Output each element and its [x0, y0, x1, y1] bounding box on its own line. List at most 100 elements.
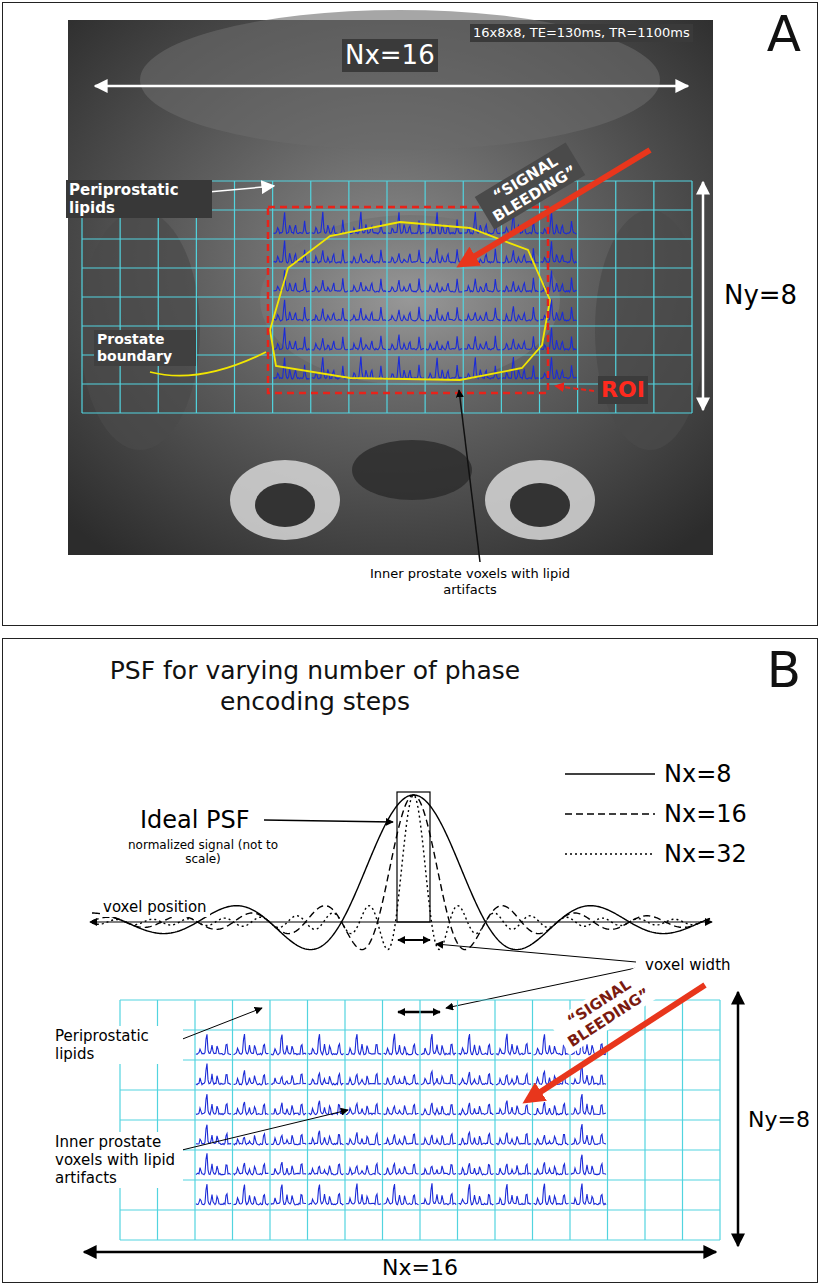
dimension-label: Nx=16: [342, 39, 438, 72]
spectrum-trace: [274, 212, 310, 233]
spectrum-trace: [541, 357, 577, 379]
spectrum-trace: [459, 1132, 494, 1145]
dimension-label: Nx=16: [382, 1255, 458, 1281]
spectrum-trace: [571, 1155, 606, 1175]
spectrum-trace: [309, 1034, 344, 1055]
dimension-arrow: [702, 182, 705, 410]
spectrum-trace: [346, 1164, 381, 1175]
spectrum-trace: [346, 1184, 381, 1205]
spectrum-trace: [312, 278, 348, 292]
grid-line: [120, 1089, 720, 1090]
legend-lines: [565, 774, 655, 854]
grid-line: [82, 267, 692, 268]
mri-prostate: [260, 215, 560, 385]
spectrum-trace: [196, 1125, 231, 1145]
width-arrow: [398, 1011, 440, 1014]
spectrum-trace: [571, 1184, 606, 1205]
psf-curve: [92, 795, 710, 950]
mri-bone: [510, 483, 570, 527]
grid-line: [120, 1239, 720, 1240]
spectrum-trace: [459, 1034, 494, 1055]
spectrum-trace: [464, 308, 500, 321]
spectrum-trace: [459, 1072, 494, 1085]
spectrum-trace: [271, 1162, 306, 1175]
leader-line: [436, 944, 636, 962]
spectrum-trace: [496, 1074, 531, 1085]
spectrum-trace: [274, 241, 310, 263]
legend-line: [565, 813, 655, 814]
spectrum-trace: [350, 357, 386, 379]
spectrum-trace: [571, 1124, 606, 1145]
prostate-boundary: [270, 222, 550, 380]
spectrum-trace: [388, 279, 424, 292]
legend-line: [565, 773, 655, 774]
spectrum-trace: [459, 1163, 494, 1175]
spectrum-trace: [388, 250, 424, 263]
mri-bone: [255, 483, 315, 527]
dimension-arrow: [737, 992, 740, 1246]
grid-line: [82, 296, 692, 297]
spectrum-trace: [346, 1104, 381, 1115]
spectrum-trace: [534, 1184, 569, 1205]
leader-line: [180, 1008, 262, 1040]
spectrum-trace: [234, 1034, 269, 1055]
spectrum-trace: [421, 1134, 456, 1145]
spectrum-trace: [196, 1064, 231, 1085]
grid-line: [82, 238, 692, 239]
spectrum-trace: [346, 1034, 381, 1055]
spectrum-trace: [312, 250, 348, 263]
grid-line: [120, 1179, 720, 1180]
spectrum-trace: [384, 1134, 419, 1144]
spectrum-trace: [234, 1102, 269, 1115]
spectrum-trace: [534, 1135, 569, 1145]
spectrum-trace: [426, 358, 462, 379]
psf-curve: [92, 795, 710, 950]
spectrum-trace: [271, 1074, 306, 1085]
spectrum-trace: [421, 1071, 456, 1084]
annotation-note: normalized signal (not to scale): [118, 838, 288, 867]
spectrum-trace: [350, 307, 386, 321]
spectrum-trace: [274, 300, 310, 321]
panel-frame: A: [2, 2, 818, 626]
spectrum-trace: [234, 1185, 269, 1205]
panel-letter: A: [767, 7, 801, 62]
spectrum-trace: [312, 357, 348, 379]
spectrum-trace: [271, 1035, 306, 1055]
legend-label: Nx=8: [664, 760, 732, 789]
mri-tissue: [352, 440, 472, 500]
spectrum-trace: [309, 1164, 344, 1175]
spectrum-trace: [459, 1184, 494, 1205]
spectrum-trace: [496, 1133, 531, 1145]
spectrum-trace: [541, 241, 577, 263]
spectrum-trace: [388, 335, 424, 350]
spectrum-trace: [274, 270, 310, 292]
annotation-label: Periprostatic lipids: [66, 180, 212, 218]
leader-line: [182, 1110, 348, 1150]
spectrum-trace: [496, 1184, 531, 1205]
spectrum-trace: [426, 307, 462, 321]
spectrum-trace: [196, 1034, 231, 1054]
spectrum-trace: [346, 1132, 381, 1145]
leader-line: [459, 390, 480, 562]
spectrum-trace: [312, 337, 348, 350]
spectrum-trace: [541, 300, 577, 322]
spectrum-trace: [459, 1103, 494, 1115]
spectrum-trace: [271, 1135, 306, 1145]
spectrum-trace: [421, 1183, 456, 1205]
roi-label: ROI: [598, 376, 648, 404]
panel-letter: B: [767, 643, 801, 698]
spectrum-trace: [421, 1165, 456, 1175]
spectrum-trace: [346, 1074, 381, 1085]
spectrum-trace: [309, 1185, 344, 1205]
leader-line: [555, 386, 594, 391]
spectrum-trace: [426, 336, 462, 350]
axis-line: [90, 921, 712, 922]
annotation-label: Periprostatic lipids: [52, 1026, 183, 1064]
mri-bone: [230, 460, 340, 540]
callout-label: Inner prostate voxels with lipid artifac…: [52, 1132, 183, 1188]
axis-label: voxel position: [100, 897, 210, 917]
spectrum-trace: [271, 1103, 306, 1115]
spectra: [274, 212, 577, 379]
panel-title: PSF for varying number of phase encoding…: [95, 655, 535, 718]
spectrum-trace: [388, 356, 424, 379]
